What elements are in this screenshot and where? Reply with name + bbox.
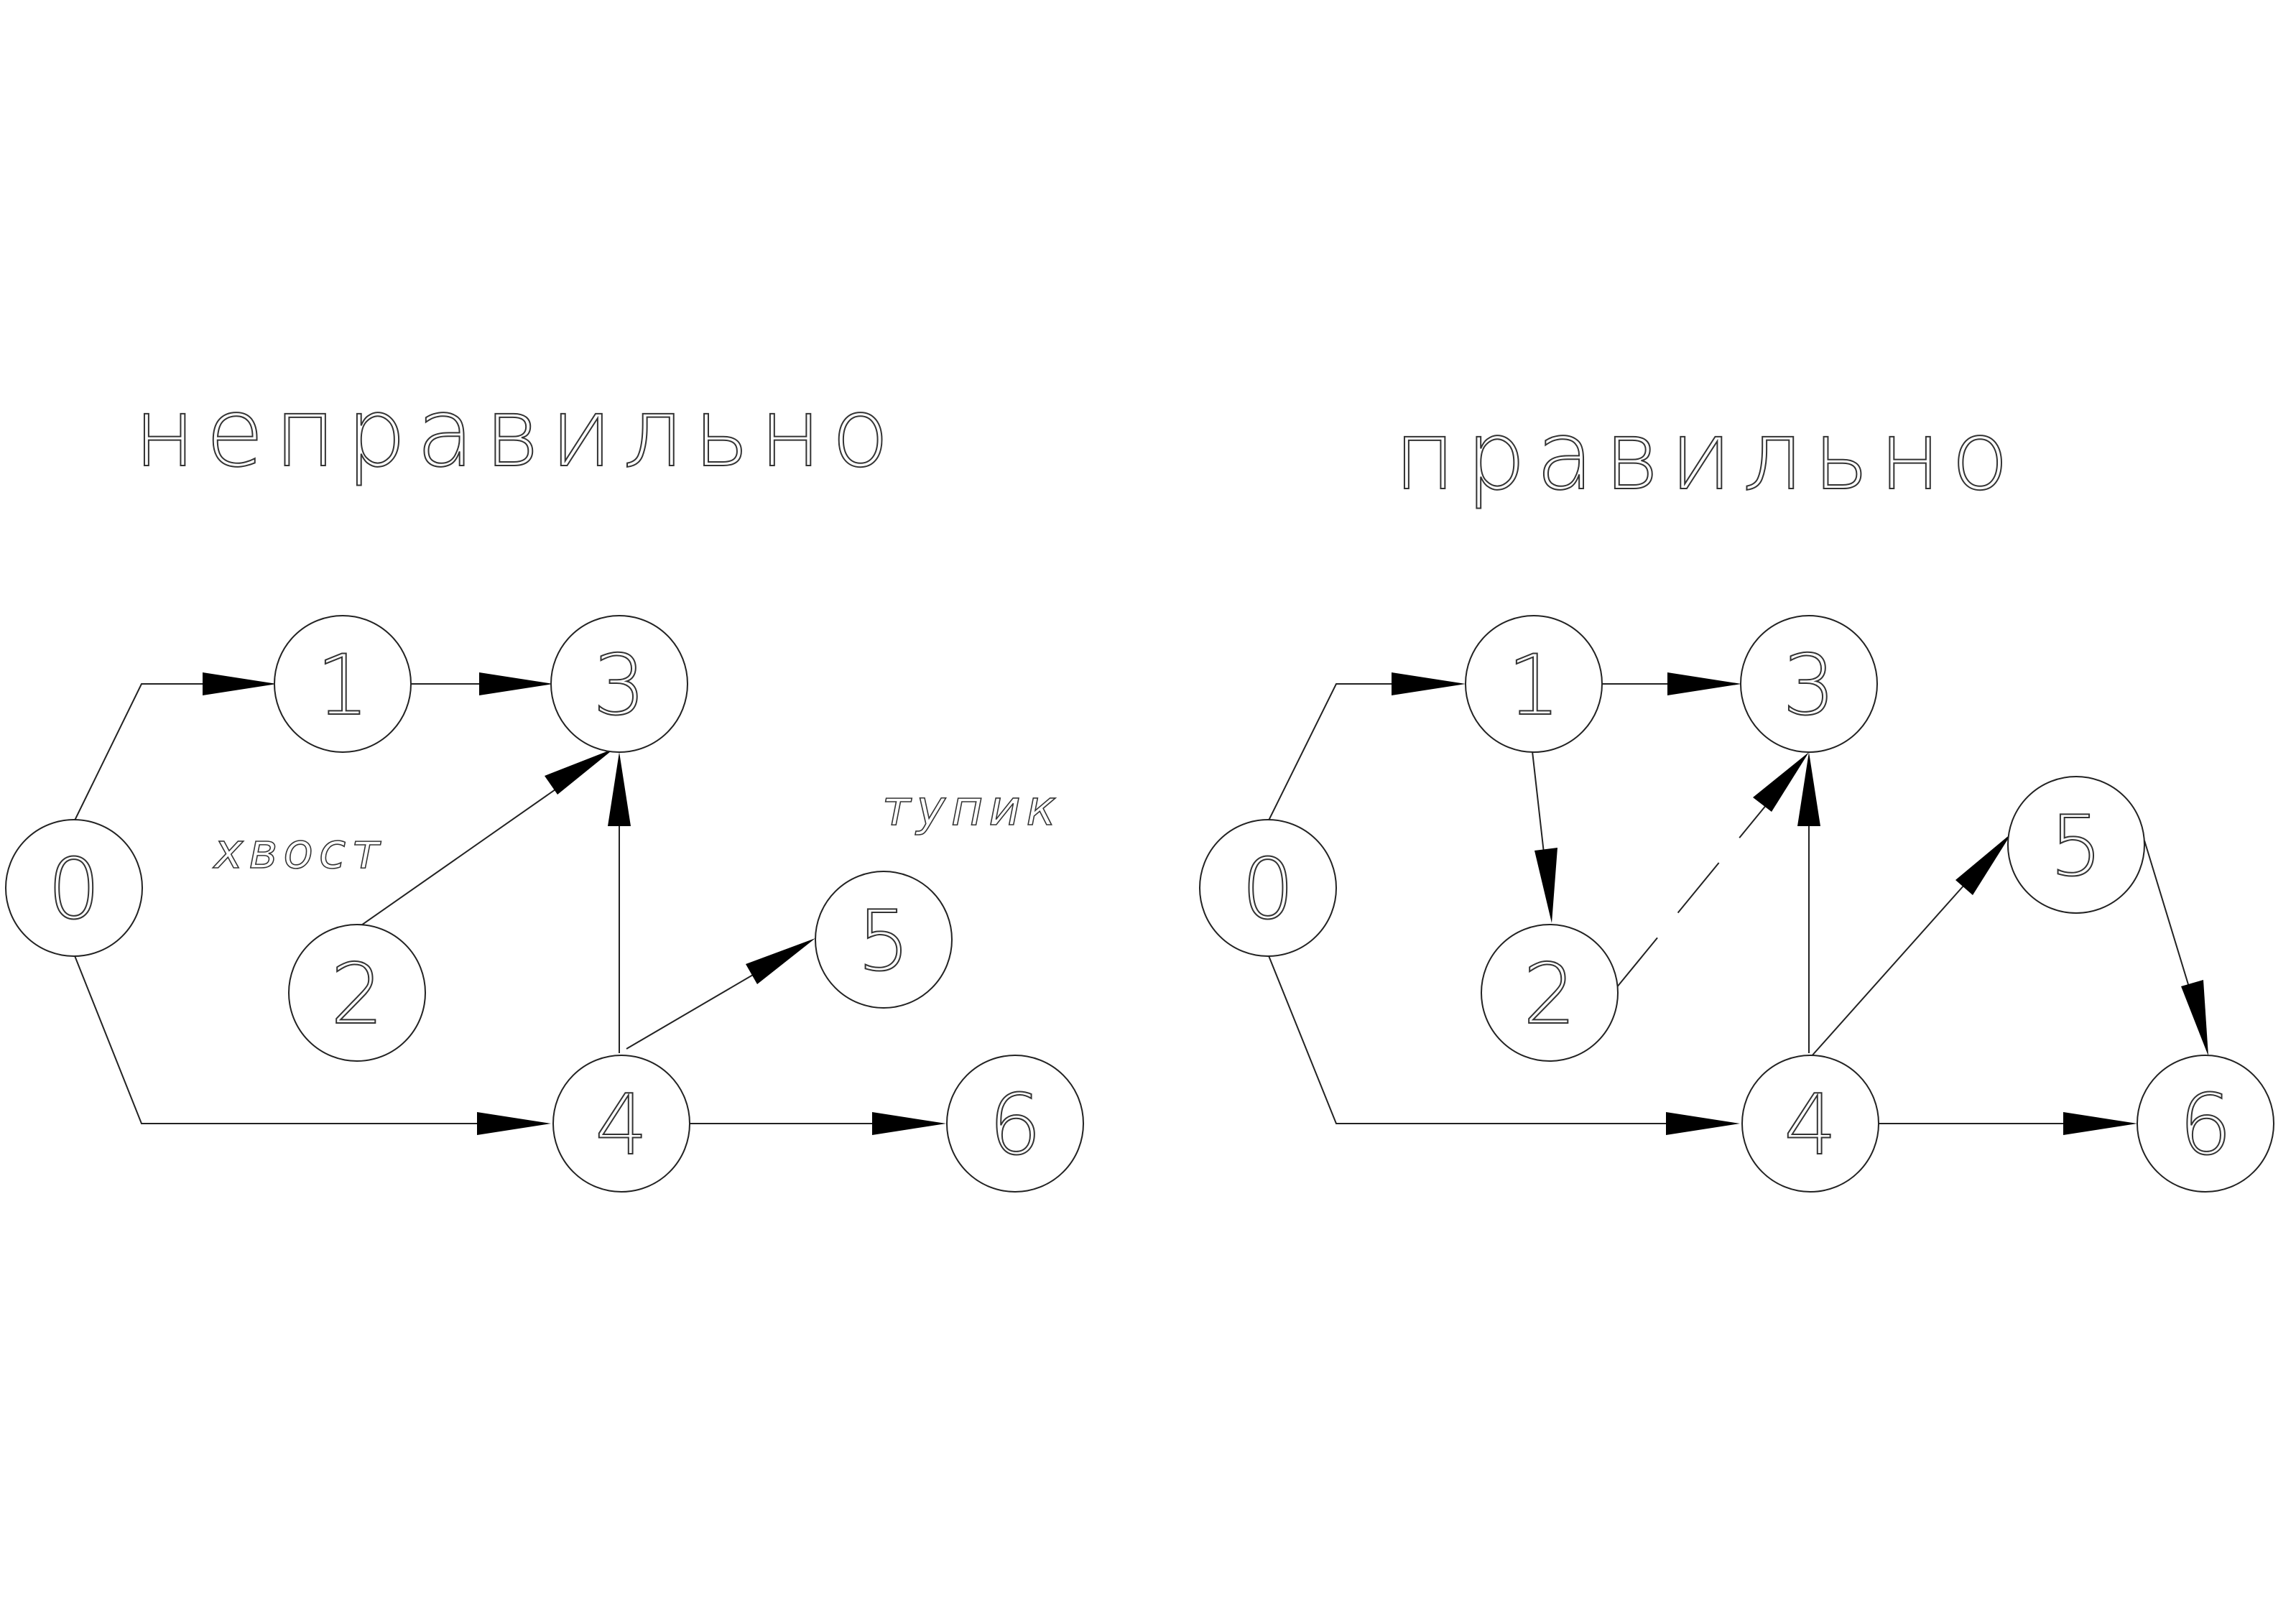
edge-4-6: [690, 1112, 946, 1135]
edge-5-6: [2144, 840, 2208, 1056]
arrowhead: [2181, 980, 2208, 1056]
node-label: 0: [47, 841, 101, 938]
node-circle: [815, 871, 953, 1009]
node-4: 4: [1741, 1055, 1879, 1193]
node-0: 0: [1199, 819, 1337, 957]
node-3: 3: [1740, 615, 1878, 753]
node-label: 0: [1241, 841, 1295, 938]
arrowhead: [479, 672, 553, 695]
node-circle: [1199, 819, 1337, 957]
node-3: 3: [550, 615, 688, 753]
node-1: 1: [1465, 615, 1603, 753]
diagram-title-incorrect: неправильно: [134, 378, 899, 489]
edge-layer-incorrect: [73, 672, 946, 1135]
node-circle: [1465, 615, 1603, 753]
node-circle: [1741, 1055, 1879, 1193]
edge-4-5: [626, 938, 815, 1050]
edge-4-3: [608, 752, 631, 1053]
arrowhead: [203, 672, 277, 695]
node-6: 6: [2137, 1055, 2274, 1193]
node-circle: [1481, 924, 1619, 1062]
edge-0-4: [1267, 953, 1740, 1135]
diagram-title-correct: правильно: [1394, 401, 2019, 511]
node-0: 0: [5, 819, 143, 957]
node-label: 5: [857, 893, 910, 990]
node-label: 2: [1523, 946, 1576, 1043]
arrowhead: [1797, 752, 1820, 826]
node-5: 5: [815, 871, 953, 1009]
edge-layer-correct: [1267, 672, 2208, 1135]
node-layer-incorrect: 0 1 2 3 4 5 6: [5, 615, 1084, 1193]
arrowhead: [477, 1112, 551, 1135]
node-label: 4: [595, 1077, 648, 1174]
arrowhead: [1392, 672, 1466, 695]
arrowhead: [746, 938, 815, 984]
node-circle: [2137, 1055, 2274, 1193]
diagram-correct: правильно: [1199, 400, 2274, 1193]
edge-2-3: [358, 749, 614, 927]
node-label: 1: [316, 637, 369, 734]
arrowhead: [1666, 1112, 1740, 1135]
edge-1-2: [1532, 751, 1557, 923]
node-label: 6: [989, 1077, 1042, 1174]
edge-4-5: [1810, 833, 2012, 1058]
arrowhead: [545, 749, 614, 795]
edge-2-3-dashed: [1616, 752, 1809, 988]
node-layer-correct: 0 1 2 3 4 5 6: [1199, 615, 2274, 1193]
node-5: 5: [2007, 776, 2145, 914]
edge-4-6: [1879, 1112, 2137, 1135]
node-label: 4: [1784, 1077, 1837, 1174]
node-label: 2: [330, 946, 384, 1043]
node-2: 2: [1481, 924, 1619, 1062]
node-label: 6: [2179, 1077, 2232, 1174]
arrowhead: [1534, 848, 1557, 923]
node-label: 1: [1507, 637, 1560, 734]
node-circle: [288, 924, 426, 1062]
node-circle: [274, 615, 412, 753]
node-label: 3: [593, 637, 646, 734]
arrowhead: [1955, 833, 2012, 895]
node-circle: [550, 615, 688, 753]
node-label: 3: [1782, 637, 1836, 734]
annotation-tail: хвост: [213, 823, 386, 880]
node-circle: [552, 1055, 690, 1193]
edge-4-3: [1797, 752, 1820, 1053]
arrowhead: [872, 1112, 946, 1135]
node-circle: [2007, 776, 2145, 914]
node-circle: [1740, 615, 1878, 753]
node-label: 5: [2050, 798, 2103, 895]
node-2: 2: [288, 924, 426, 1062]
node-circle: [5, 819, 143, 957]
edge-1-3: [1602, 672, 1741, 695]
node-1: 1: [274, 615, 412, 753]
node-6: 6: [946, 1055, 1084, 1193]
node-4: 4: [552, 1055, 690, 1193]
node-circle: [946, 1055, 1084, 1193]
edge-0-1: [1267, 672, 1466, 823]
arrowhead: [2063, 1112, 2137, 1135]
annotation-dead-end: тупик: [882, 780, 1062, 837]
edge-0-4: [73, 953, 551, 1135]
arrowhead: [1667, 672, 1741, 695]
diagram-incorrect: неправильно хвост тупик: [5, 377, 1084, 1193]
edge-0-1: [73, 672, 277, 823]
arrowhead: [1753, 752, 1809, 812]
arrowhead: [608, 752, 631, 826]
edge-1-3: [409, 672, 553, 695]
